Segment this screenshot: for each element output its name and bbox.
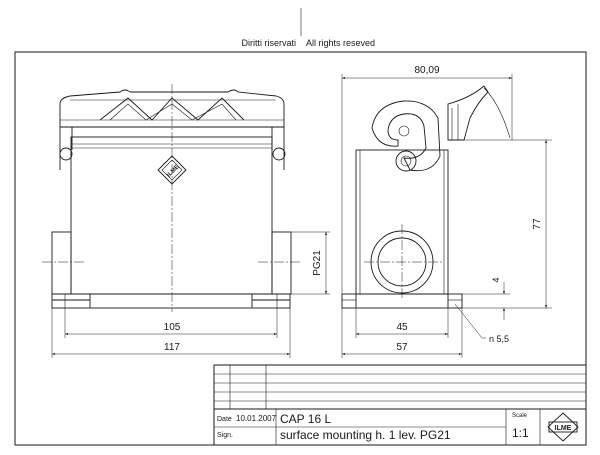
front-base bbox=[51, 293, 291, 309]
front-right-gland bbox=[271, 231, 292, 295]
hole-note-text: n 5,5 bbox=[489, 334, 509, 344]
scale-value: 1:1 bbox=[512, 426, 529, 440]
dim-8009-text: 80,09 bbox=[414, 65, 439, 76]
drawing-title: CAP 16 L bbox=[280, 412, 331, 426]
side-pivot bbox=[395, 150, 417, 172]
date-value: 10.01.2007 bbox=[236, 414, 277, 423]
drawing-subtitle: surface mounting h. 1 lev. PG21 bbox=[280, 428, 451, 442]
brand-logo-text: ILME bbox=[555, 425, 572, 432]
front-left-gland bbox=[51, 231, 72, 295]
dim-4-text: 4 bbox=[491, 277, 501, 282]
dim-45-text: 45 bbox=[396, 322, 408, 333]
scale-label: Scale bbox=[512, 413, 528, 419]
front-logo-text: ILME bbox=[166, 164, 180, 178]
side-latch bbox=[447, 85, 489, 141]
front-view: ILME 105 117 PG21 bbox=[42, 84, 330, 358]
dim-57-text: 57 bbox=[396, 342, 408, 353]
side-base bbox=[341, 293, 463, 309]
drawing-frame bbox=[14, 51, 587, 446]
front-left-pivot bbox=[59, 147, 73, 161]
dim-117-text: 117 bbox=[164, 342, 180, 353]
brand-logo: ILME bbox=[547, 412, 579, 442]
front-logo-badge: ILME bbox=[157, 155, 187, 185]
dim-105-text: 105 bbox=[164, 322, 181, 333]
hole-leader bbox=[454, 303, 483, 339]
title-block: Date 10.01.2007 Sign. CAP 16 L surface m… bbox=[213, 364, 587, 446]
sign-label: Sign. bbox=[217, 432, 233, 439]
date-label: Date bbox=[217, 416, 232, 423]
front-right-pivot bbox=[272, 147, 286, 161]
side-lever bbox=[371, 100, 441, 172]
notice-right: All rights reseved bbox=[306, 38, 375, 48]
dim-77-text: 77 bbox=[532, 218, 543, 230]
front-lever-outline bbox=[59, 89, 285, 128]
notice-left: Diritti riservati bbox=[241, 38, 296, 48]
dim-pg21-text: PG21 bbox=[312, 250, 323, 276]
side-view: 80,09 77 4 45 57 n 5,5 bbox=[341, 65, 552, 358]
